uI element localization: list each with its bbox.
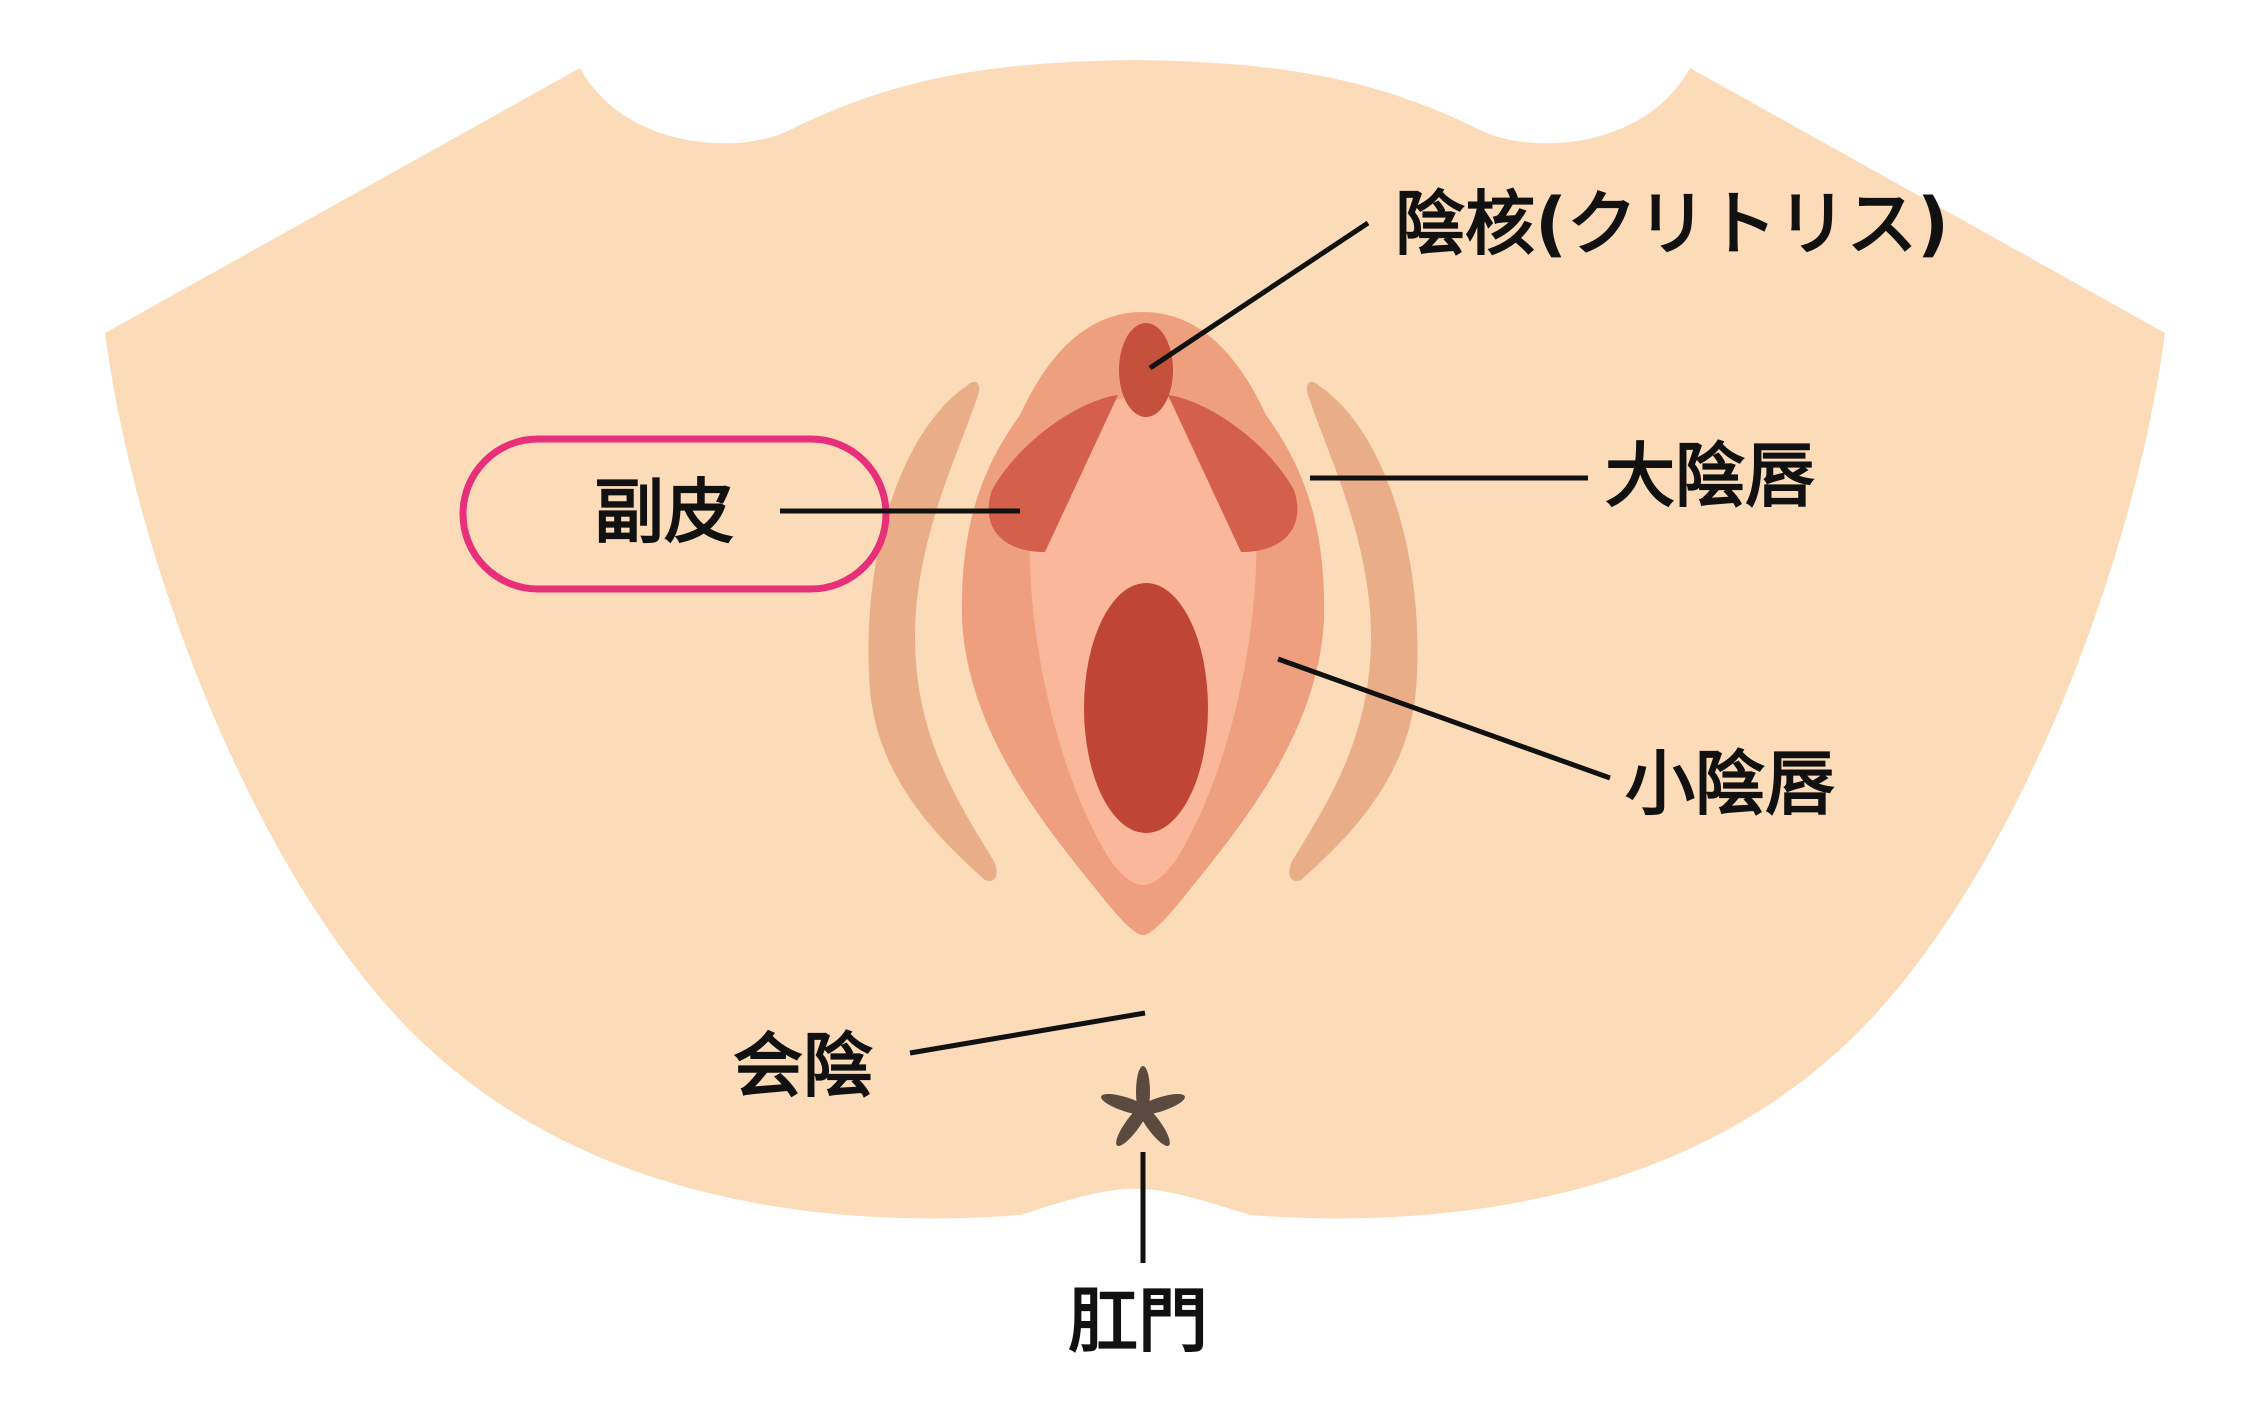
label-clitoris: 陰核(クリトリス): [1395, 183, 1949, 265]
leader-clitoris: [1148, 220, 1370, 371]
label-anus: 肛門: [1068, 1280, 1208, 1362]
labia-majora-right: [1289, 381, 1418, 881]
label-labia-minora: 小陰唇: [1625, 743, 1835, 825]
leader-perineum: [909, 1010, 1146, 1056]
label-clitoral-hood: 副皮: [594, 471, 734, 553]
label-labia-majora: 大陰唇: [1605, 435, 1815, 517]
leader-labia-minora: [1277, 656, 1611, 781]
hood-left: [988, 395, 1118, 552]
highlight-box: [459, 435, 890, 593]
vaginal-opening: [1084, 583, 1208, 833]
hood-right: [1168, 395, 1298, 552]
label-perineum: 会陰: [733, 1025, 873, 1107]
anus-icon: [1101, 1066, 1185, 1146]
labia-majora-left: [868, 381, 997, 881]
clitoris-shape: [1119, 323, 1173, 417]
